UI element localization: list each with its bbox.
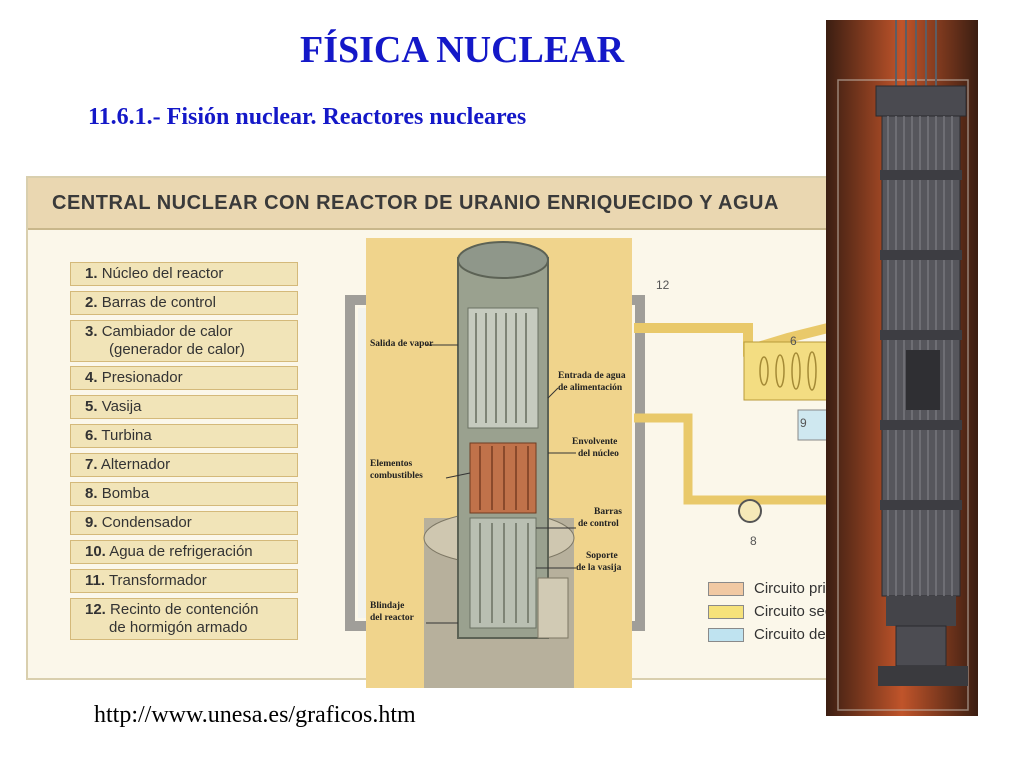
legend-label: Presionador xyxy=(101,369,183,386)
legend-num: 11. xyxy=(85,572,106,589)
label-core-shell-1: Envolvente xyxy=(572,437,618,447)
circuit-label: Circuito de xyxy=(754,626,826,643)
label-support-1: Soporte xyxy=(586,551,618,561)
label-fuel-1: Elementos xyxy=(370,459,413,469)
legend-num: 8. xyxy=(85,485,98,502)
fuel-assembly-drawing xyxy=(826,20,978,716)
label-rods-2: de control xyxy=(578,519,619,529)
callout-6: 6 xyxy=(790,334,797,348)
legend-item: 6. Turbina xyxy=(70,424,298,448)
reactor-cutaway-image: Salida de vapor Entrada de agua de alime… xyxy=(366,238,632,688)
slide-title: FÍSICA NUCLEAR xyxy=(300,29,625,71)
legend-label: Núcleo del reactor xyxy=(101,265,224,282)
label-core-shell-2: del núcleo xyxy=(578,449,619,459)
legend-label: Agua de refrigeración xyxy=(109,543,253,560)
circuit-swatch xyxy=(708,628,744,643)
callout-12: 12 xyxy=(656,278,670,292)
label-feed-water-2: de alimentación xyxy=(558,383,623,393)
label-shield-1: Blindaje xyxy=(370,601,405,611)
legend-num: 12. xyxy=(85,601,106,618)
label-feed-water-1: Entrada de agua xyxy=(558,371,626,381)
circuit-row: Circuito pri xyxy=(708,580,828,603)
legend-item: 9. Condensador xyxy=(70,511,298,535)
circuit-legend: Circuito pri Circuito sec Circuito de xyxy=(708,580,832,649)
diagram-title: CENTRAL NUCLEAR CON REACTOR DE URANIO EN… xyxy=(52,192,779,214)
circuit-row: Circuito de xyxy=(708,626,828,649)
legend-item: 3. Cambiador de calor(generador de calor… xyxy=(70,320,298,362)
legend-label: Cambiador de calor xyxy=(101,323,233,340)
legend-label: Recinto de contención xyxy=(110,601,259,618)
legend-label: Bomba xyxy=(101,485,150,502)
label-steam-out: Salida de vapor xyxy=(370,339,434,349)
legend-num: 4. xyxy=(85,369,98,386)
source-link[interactable]: http://www.unesa.es/graficos.htm xyxy=(94,702,416,728)
legend-item: 11. Transformador xyxy=(70,569,298,593)
legend-label: Turbina xyxy=(101,427,152,444)
legend-num: 7. xyxy=(85,456,98,473)
legend-item: 7. Alternador xyxy=(70,453,298,477)
legend-label: Vasija xyxy=(101,398,142,415)
callout-9: 9 xyxy=(800,416,807,430)
legend-item: 2. Barras de control xyxy=(70,291,298,315)
label-support-2: de la vasija xyxy=(576,563,622,573)
circuit-label: Circuito sec xyxy=(754,603,833,620)
legend-label-2: de hormigón armado xyxy=(109,619,248,636)
fuel-assembly-photo xyxy=(826,20,978,716)
legend-num: 6. xyxy=(85,427,98,444)
legend-num: 3. xyxy=(85,323,98,340)
circuit-row: Circuito sec xyxy=(708,603,832,626)
callout-8: 8 xyxy=(750,534,757,548)
legend-item: 4. Presionador xyxy=(70,366,298,390)
legend-label: Alternador xyxy=(100,456,171,473)
circuit-swatch xyxy=(708,582,744,597)
legend-item: 8. Bomba xyxy=(70,482,298,506)
legend-item: 5. Vasija xyxy=(70,395,298,419)
reactor-vessel-drawing xyxy=(423,241,576,688)
legend-label: Condensador xyxy=(101,514,192,531)
label-shield-2: del reactor xyxy=(370,613,414,623)
diagram-header: CENTRAL NUCLEAR CON REACTOR DE URANIO EN… xyxy=(28,178,828,230)
slide-subtitle: 11.6.1.- Fisión nuclear. Reactores nucle… xyxy=(88,104,527,130)
legend-item: 1. Núcleo del reactor xyxy=(70,262,298,286)
legend-num: 10. xyxy=(85,543,106,560)
legend-label: Barras de control xyxy=(101,294,216,311)
legend-num: 5. xyxy=(85,398,98,415)
legend-num: 9. xyxy=(85,514,98,531)
label-rods-1: Barras xyxy=(594,507,622,517)
legend-num: 2. xyxy=(85,294,98,311)
legend-item: 10. Agua de refrigeración xyxy=(70,540,298,564)
circuit-label: Circuito pri xyxy=(754,580,826,597)
circuit-swatch xyxy=(708,605,744,620)
legend-label: Transformador xyxy=(108,572,207,589)
legend-label-2: (generador de calor) xyxy=(109,341,245,358)
label-fuel-2: combustibles xyxy=(370,471,423,481)
legend-num: 1. xyxy=(85,265,98,282)
